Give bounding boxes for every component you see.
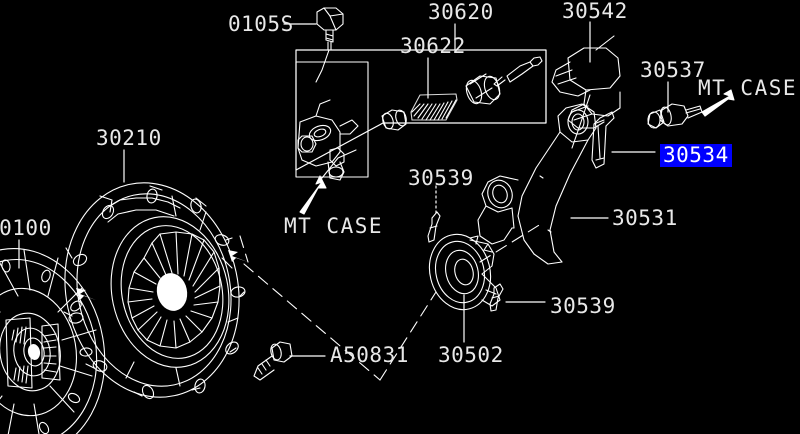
retaining-clip-upper <box>427 211 441 243</box>
part-30542: 30542 <box>562 0 628 23</box>
diaphragm-fingers <box>127 231 221 349</box>
mt-case-arrow-upper <box>701 89 735 117</box>
disc-hub-springs <box>5 317 61 389</box>
part-0105s: 0105S <box>228 12 294 36</box>
part-30210: 30210 <box>96 126 162 150</box>
part-30100: 30100 <box>0 216 52 240</box>
pivot-bolt-part <box>647 103 703 129</box>
disc-facing-segments <box>0 249 97 434</box>
cover-bolt-holes <box>68 188 246 400</box>
part-30531: 30531 <box>612 206 678 230</box>
part-a50831: A50831 <box>330 343 409 367</box>
note-mt-case-top: MT CASE <box>698 76 798 100</box>
release-bearing-part <box>428 233 501 311</box>
assembly-bracket-30620 <box>382 49 547 124</box>
part-30539-lower: 30539 <box>550 294 616 318</box>
part-30502: 30502 <box>438 343 504 367</box>
clutch-disc-part <box>0 247 106 434</box>
release-fork-part <box>477 103 597 265</box>
retaining-clip-lower <box>489 283 504 312</box>
spring-pin-part <box>591 111 615 169</box>
assembly-centerlines <box>239 221 545 381</box>
cover-bolt-part <box>253 341 293 381</box>
part-30537: 30537 <box>640 58 706 82</box>
slave-cylinder-body <box>297 99 359 181</box>
part-30622: 30622 <box>400 34 466 58</box>
disc-rivets <box>1 259 93 434</box>
note-mt-case-mid: MT CASE <box>284 214 384 238</box>
leader-lines <box>18 21 669 357</box>
pressure-plate-part <box>63 182 246 400</box>
disc-pointer-arrow <box>76 288 96 300</box>
mt-case-arrow-middle <box>299 175 327 215</box>
bleeder-screw-part <box>315 7 344 83</box>
spring-coil <box>410 93 458 121</box>
repair-kit-parts <box>381 56 543 131</box>
pressure-plate-pointer-arrow <box>228 250 248 262</box>
part-30534: 30534 <box>660 144 732 167</box>
part-30539-upper: 30539 <box>408 166 474 190</box>
part-30620: 30620 <box>428 0 494 24</box>
